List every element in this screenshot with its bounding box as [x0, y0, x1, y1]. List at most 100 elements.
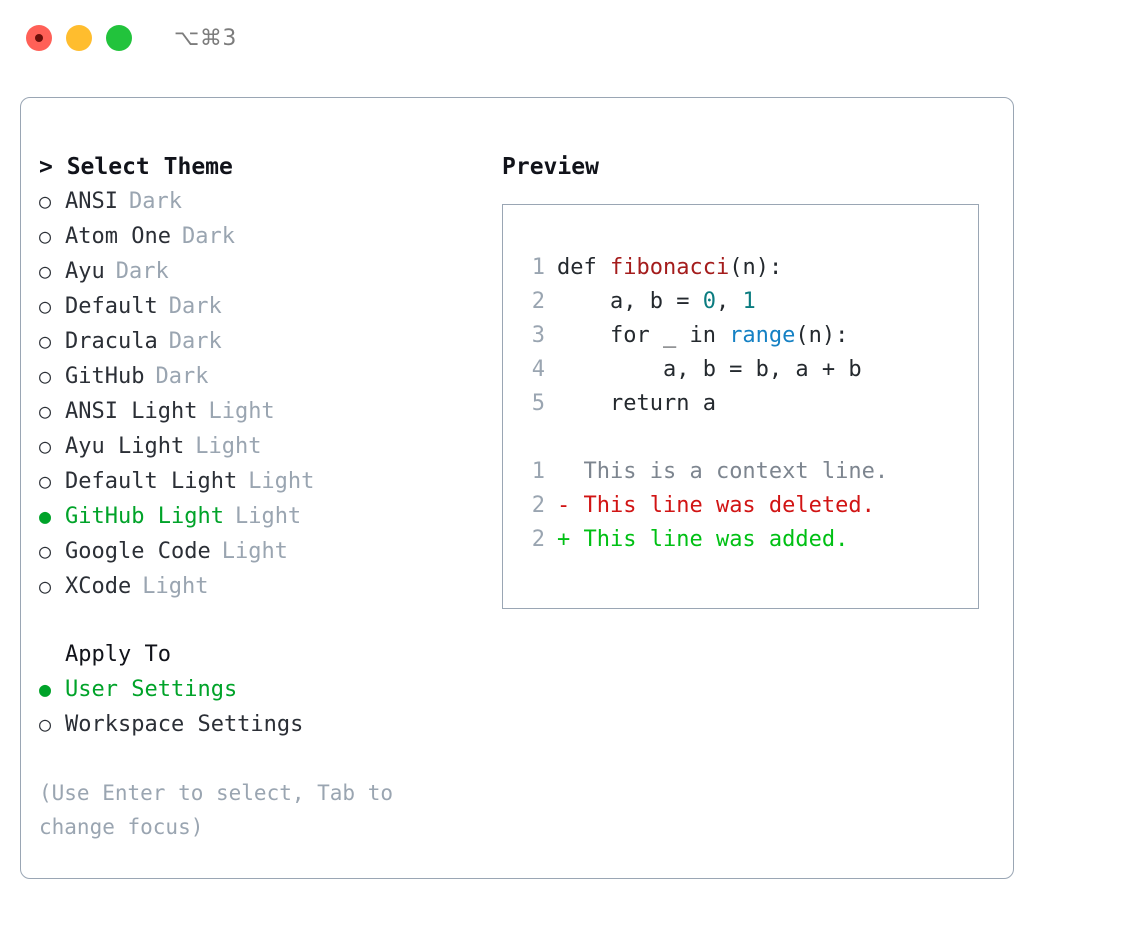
theme-option-11[interactable]: ○ XCode Light — [39, 569, 499, 604]
diff-line-text: This line was deleted. — [570, 493, 875, 518]
apply-to-list[interactable]: ●User Settings○Workspace Settings — [39, 672, 499, 742]
code-token: return a — [557, 391, 716, 416]
theme-option-label: GitHub Light — [65, 504, 224, 529]
theme-option-tag: Dark — [128, 189, 182, 214]
code-token: range — [729, 323, 796, 348]
theme-option-tag: Dark — [181, 224, 235, 249]
code-line: 5 return a — [519, 387, 978, 421]
theme-option-10[interactable]: ○ Google Code Light — [39, 534, 499, 569]
line-number: 1 — [531, 255, 545, 280]
theme-option-5[interactable]: ○ GitHub Dark — [39, 359, 499, 394]
radio-unselected-icon: ○ — [39, 294, 52, 318]
keyboard-shortcut-label: ⌥⌘3 — [174, 25, 237, 51]
diff-line: 2 + This line was added. — [519, 523, 978, 557]
theme-option-label: Google Code — [65, 539, 211, 564]
diff-line-number: 2 — [531, 493, 545, 518]
radio-unselected-icon: ○ — [39, 259, 52, 283]
theme-option-2[interactable]: ○ Ayu Dark — [39, 254, 499, 289]
preview-title: Preview — [502, 154, 599, 180]
theme-option-9[interactable]: ● GitHub Light Light — [39, 499, 499, 534]
radio-unselected-icon: ○ — [39, 539, 52, 563]
diff-block: 1 This is a context line.2- This line wa… — [519, 455, 978, 557]
theme-option-tag: Light — [208, 399, 275, 424]
theme-option-tag: Dark — [115, 259, 169, 284]
close-button[interactable] — [26, 25, 52, 51]
code-line-content: a, b = 0, 1 — [557, 285, 756, 319]
diff-line-text: This line was added. — [570, 527, 849, 552]
theme-option-label: Ayu — [65, 259, 105, 284]
title-bar: ⌥⌘3 — [0, 0, 1140, 76]
radio-selected-icon: ● — [39, 677, 52, 701]
theme-option-tag: Light — [221, 539, 288, 564]
diff-line-number: 2 — [531, 527, 545, 552]
apply-to-option-1[interactable]: ○Workspace Settings — [39, 707, 499, 742]
theme-option-label: XCode — [65, 574, 132, 599]
apply-to-option-label: Workspace Settings — [65, 712, 304, 737]
code-line: 2 a, b = 0, 1 — [519, 285, 978, 319]
diff-line: 2- This line was deleted. — [519, 489, 978, 523]
theme-option-tag: Dark — [168, 294, 222, 319]
theme-option-label: Default Light — [65, 469, 238, 494]
code-line-content: return a — [557, 387, 716, 421]
code-token: 1 — [742, 289, 756, 314]
diff-marker — [557, 455, 570, 489]
radio-unselected-icon: ○ — [39, 434, 52, 458]
apply-to-title: Apply To — [65, 642, 171, 667]
theme-option-7[interactable]: ○ Ayu Light Light — [39, 429, 499, 464]
radio-unselected-icon: ○ — [39, 329, 52, 353]
code-line-content: for _ in range(n): — [557, 319, 848, 353]
theme-option-label: GitHub — [65, 364, 145, 389]
theme-option-label: ANSI — [65, 189, 118, 214]
theme-option-tag: Light — [248, 469, 315, 494]
code-line: 3 for _ in range(n): — [519, 319, 978, 353]
theme-option-tag: Dark — [155, 364, 209, 389]
theme-option-label: Ayu Light — [65, 434, 185, 459]
theme-option-tag: Light — [142, 574, 209, 599]
line-number: 4 — [531, 357, 545, 382]
code-token: (n): — [795, 323, 849, 348]
radio-selected-icon: ● — [39, 504, 52, 528]
diff-marker: + — [557, 527, 571, 552]
radio-unselected-icon: ○ — [39, 399, 52, 423]
code-token: , — [715, 289, 743, 314]
keyboard-hint-text: (Use Enter to select, Tab to change focu… — [39, 781, 394, 839]
code-token: fibonacci — [609, 255, 730, 280]
code-line-content: def fibonacci(n): — [557, 251, 782, 285]
code-token: def — [557, 255, 610, 280]
code-line: 4 a, b = b, a + b — [519, 353, 978, 387]
maximize-button[interactable] — [106, 25, 132, 51]
line-number: 5 — [531, 391, 545, 416]
diff-spacer — [519, 421, 978, 455]
diff-marker: - — [557, 493, 571, 518]
theme-option-tag: Light — [195, 434, 262, 459]
code-token: a, b = — [557, 289, 703, 314]
theme-option-tag: Dark — [168, 329, 222, 354]
radio-unselected-icon: ○ — [39, 364, 52, 388]
diff-line-text: This is a context line. — [570, 459, 889, 484]
minimize-button[interactable] — [66, 25, 92, 51]
line-number: 3 — [531, 323, 545, 348]
apply-to-option-0[interactable]: ●User Settings — [39, 672, 499, 707]
theme-list-title: > Select Theme — [39, 154, 233, 180]
radio-unselected-icon: ○ — [39, 574, 52, 598]
code-token: (n): — [729, 255, 783, 280]
section-spacer — [39, 604, 499, 638]
theme-option-label: ANSI Light — [65, 399, 198, 424]
code-token: 0 — [702, 289, 716, 314]
line-number: 2 — [531, 289, 545, 314]
code-line-content: a, b = b, a + b — [557, 353, 862, 387]
theme-option-tag: Light — [234, 504, 302, 529]
theme-option-6[interactable]: ○ ANSI Light Light — [39, 394, 499, 429]
theme-option-label: Atom One — [65, 224, 171, 249]
